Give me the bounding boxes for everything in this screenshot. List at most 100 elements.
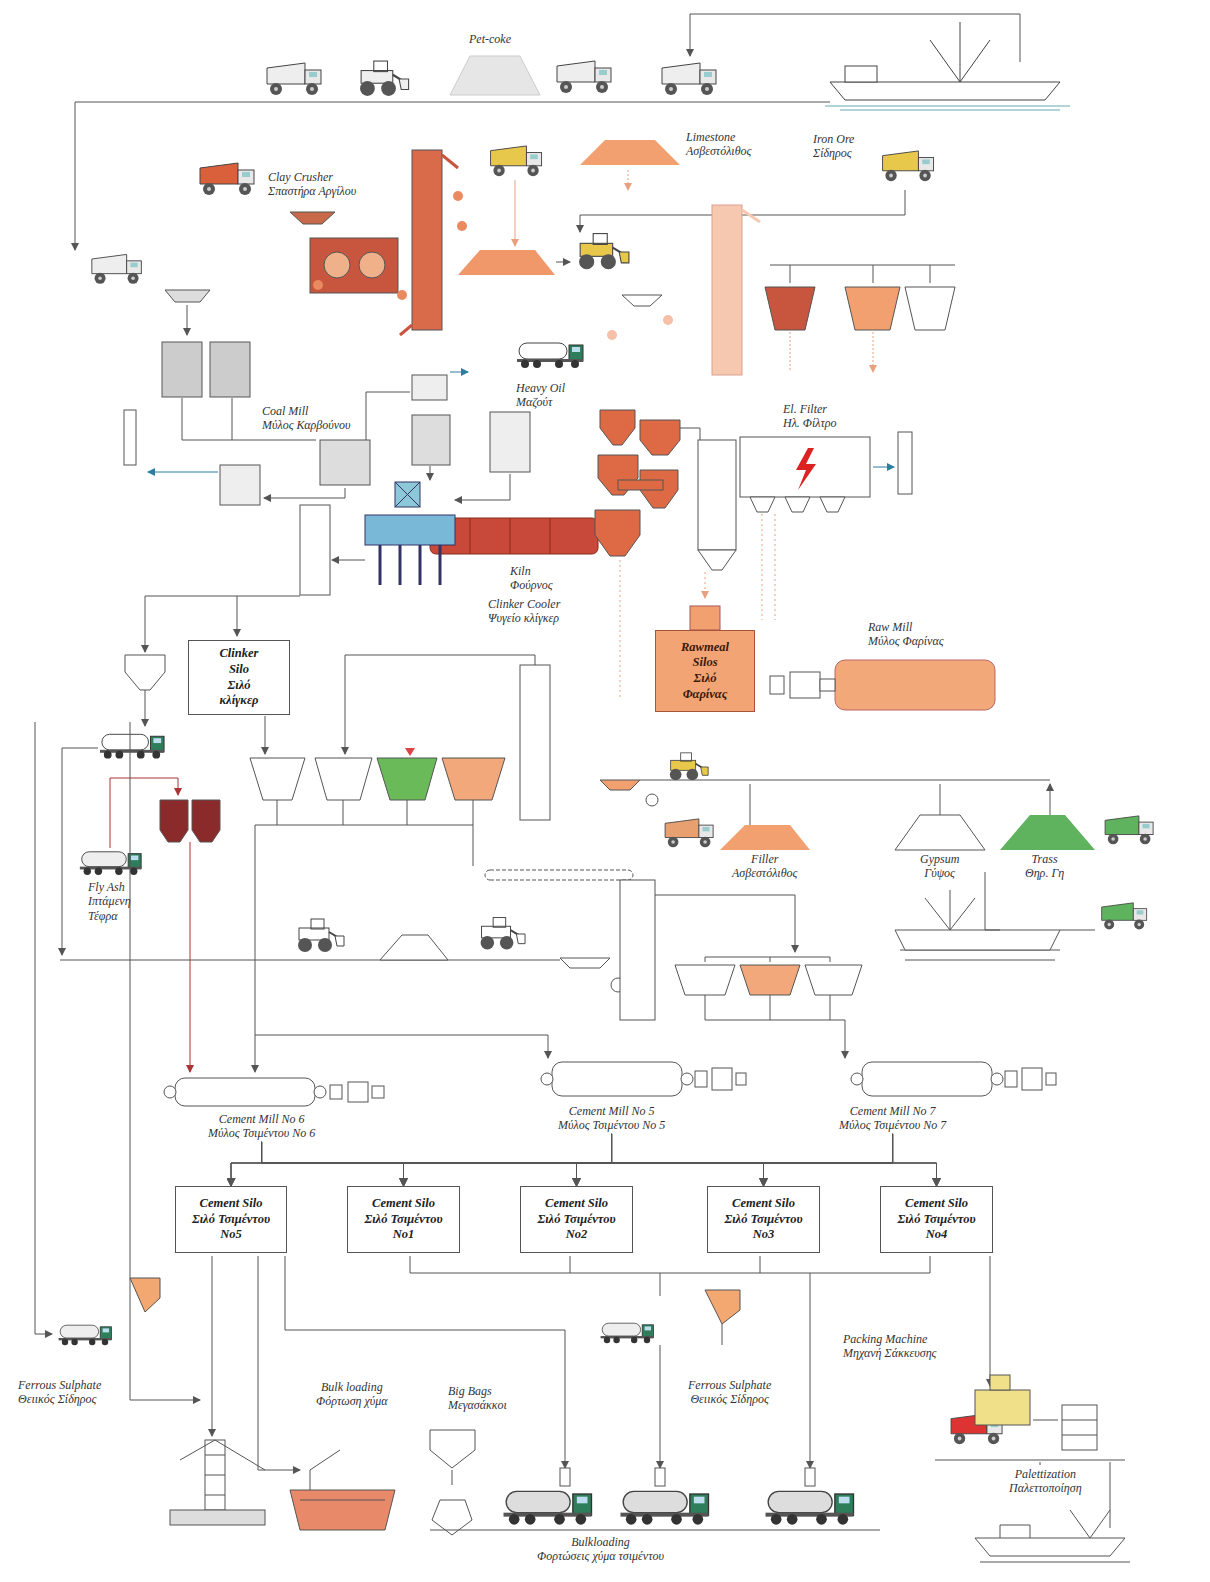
callout-label: Trass Θηρ. Γη [1025,852,1064,881]
cement-feed-section [1000,815,1095,850]
dispatch-section [258,1256,300,1470]
cement-mills [164,1062,1056,1106]
raw-material-section [458,250,555,275]
node-text: Cement Silo Σιλό Τσιμέντου No3 [724,1196,802,1243]
kiln-section [898,432,912,494]
dispatch-section [975,1538,1125,1556]
callout-label: Bulkloading Φορτώσεις χύμα τσιμέντου [537,1535,664,1564]
node-text: Cement Mill No 6 Μύλος Τσιμέντου No 6 [208,1112,315,1141]
kiln-section [690,606,720,630]
cement-feed-section [705,995,845,1058]
cement-feed-section [60,655,1095,1072]
flow-connector [404,1134,893,1186]
vehicles [579,234,629,270]
cement-silo-box: Cement Silo Σιλό Τσιμέντου No4 [880,1186,993,1253]
raw-material-section [290,212,335,224]
callout-label: Ferrous Sulphate Θειικός Σίδηρος [688,1378,771,1407]
cement-mills [175,1078,315,1106]
top-transport [930,22,990,82]
kiln-section [320,440,370,485]
kiln-section [210,342,250,397]
vehicles [481,918,525,950]
callout-label: Bulk loading Φόρτωση χύμα [316,1380,388,1409]
vehicles [601,1323,654,1343]
cement-mills [681,1073,693,1085]
cement-feed-section [377,758,437,800]
node-text: Cement Silo Σιλό Τσιμέντου No5 [192,1196,270,1243]
flow-connector [262,1142,577,1186]
cement-feed-section [60,960,560,961]
raw-material-section [453,191,463,201]
cement-mills [552,1062,682,1096]
node-text-group: Cement Mill No 7 Μύλος Τσιμέντου No 7 [839,1104,946,1133]
kiln-section [165,290,210,302]
flow-connector [262,1142,404,1186]
flow-connector [262,1142,764,1186]
kiln-section [455,474,510,500]
dispatch-section [35,722,52,1334]
top-transport [825,106,1070,110]
raw-material-section [400,155,458,335]
kiln-section [820,497,845,512]
raw-material-section [845,287,900,330]
dispatch-section [452,1470,453,1485]
kiln-section [395,482,420,507]
vehicles [504,1491,592,1524]
kiln-section [490,412,530,472]
kiln-section [366,392,410,440]
dispatch-section [655,1468,665,1486]
kiln-section [148,472,218,473]
cement-feed-section [640,780,1050,848]
top-transport [830,82,1060,100]
kiln-section [365,515,455,545]
dispatch-section [935,1460,1125,1528]
node-text-group: Cement Mill No 5 Μύλος Τσιμέντου No 5 [558,1104,665,1133]
dispatch-section [130,1278,160,1312]
dispatch-section [430,1530,880,1531]
cement-mills [541,1073,553,1085]
cement-feed-section [655,895,795,952]
cement-feed-section [805,965,862,995]
flow-connector [577,1134,893,1186]
dispatch-section [975,1390,1030,1425]
cement-mills [736,1073,746,1085]
cement-mills [348,1082,368,1102]
cement-mills [991,1073,1003,1085]
cement-feed-section [900,950,1060,960]
top-transport [75,14,1070,250]
kiln-section [395,482,420,507]
kiln-section [380,545,440,585]
flow-connector [231,1134,612,1186]
node-text-group: Cement Mill No 6 Μύλος Τσιμέντου No 6 [208,1112,315,1141]
raw-material-section [457,221,467,231]
callout-label: Limestone Ασβεστόλιθος [686,130,751,159]
raw-material-section [628,170,629,190]
cement-feed-section [345,655,535,754]
silo-box: Clinker Silo Σιλό κλίγκερ [188,640,290,715]
kiln-section [412,375,447,400]
raw-material-section [310,238,398,293]
dispatch-section [170,1510,265,1525]
vehicles [670,753,708,781]
kiln-section [680,428,700,440]
cement-feed-section [442,758,505,800]
callout-label: Raw Mill Μύλος Φαρίνας [868,620,944,649]
raw-material-section [712,205,742,375]
vehicles [557,61,611,93]
node-text: Cement Silo Σιλό Τσιμέντου No2 [537,1196,615,1243]
raw-material-section [765,287,815,330]
kiln-section [332,560,365,561]
kiln-section [450,372,468,373]
kiln-section [618,480,663,490]
flow-connector [612,1134,764,1186]
cement-mills [1046,1073,1056,1085]
callout-label: Iron Ore Σίδηρος [813,132,854,161]
vehicles [360,61,409,96]
cement-feed-section [520,665,550,820]
flow-connector [764,1134,893,1186]
mill-label-box: Cement Mill No 7 Μύλος Τσιμέντου No 7 [836,1103,949,1134]
dispatch-section [290,1490,395,1530]
cement-silo-box: Cement Silo Σιλό Τσιμέντου No5 [175,1186,287,1253]
cement-feed-section [600,780,640,790]
